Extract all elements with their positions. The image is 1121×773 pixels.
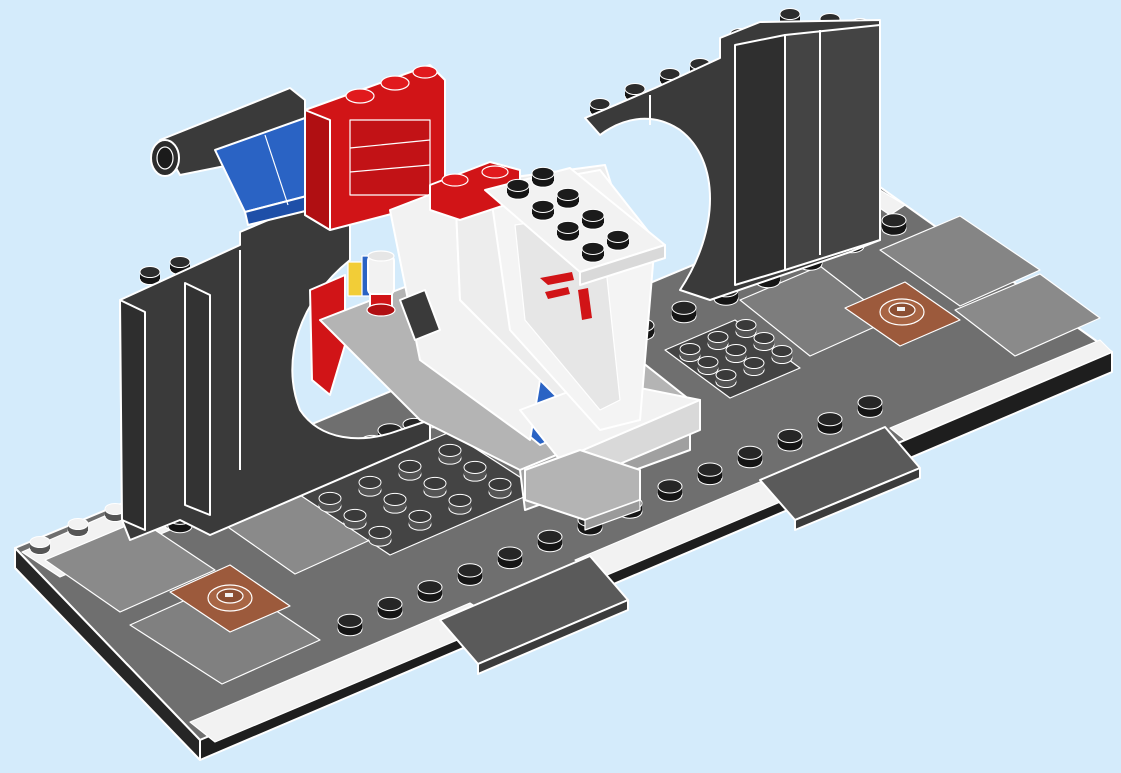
plate-studs — [506, 166, 630, 263]
round-stud-icon — [343, 508, 367, 530]
round-stud-icon — [531, 166, 555, 188]
round-stud-icon — [497, 546, 523, 570]
right-arch-wall — [584, 19, 881, 301]
open-studs — [318, 319, 793, 547]
round-stud-icon — [581, 241, 605, 263]
round-stud-icon — [657, 479, 683, 502]
round-stud-icon — [771, 345, 793, 364]
round-stud-icon — [753, 332, 775, 351]
left-arch-wall — [119, 197, 431, 541]
round-stud-icon — [67, 518, 89, 537]
round-stud-icon — [318, 491, 342, 513]
round-stud-icon — [735, 319, 757, 338]
round-stud-icon — [857, 395, 883, 418]
round-stud-icon — [743, 357, 765, 376]
round-stud-icon — [506, 178, 530, 200]
round-stud-icon — [408, 509, 432, 531]
round-stud-icon — [377, 596, 403, 620]
red-side-lower — [309, 274, 346, 396]
round-stud-icon — [707, 331, 729, 350]
round-stud-icon — [417, 580, 443, 603]
round-stud-icon — [463, 460, 487, 482]
round-tile-pad-left — [169, 564, 291, 633]
round-stud-icon — [737, 445, 763, 469]
round-stud-icon — [697, 356, 719, 375]
red-back-panel — [304, 64, 446, 231]
round-stud-icon — [29, 536, 51, 555]
round-stud-icon — [358, 475, 382, 497]
cockpit-figure-post — [347, 250, 441, 341]
round-stud-icon — [817, 412, 843, 435]
round-stud-icon — [777, 428, 803, 452]
round-stud-icon — [398, 459, 422, 481]
round-tile-icon — [225, 593, 233, 597]
round-stud-icon — [438, 443, 462, 465]
round-tile-pad-right — [844, 281, 961, 347]
round-stud-icon — [556, 187, 580, 209]
round-stud-icon — [581, 208, 605, 230]
round-stud-icon — [725, 344, 747, 363]
round-stud-icon — [139, 266, 161, 285]
round-stud-icon — [679, 343, 701, 362]
round-stud-icon — [881, 213, 907, 236]
round-stud-icon — [556, 220, 580, 242]
round-stud-icon — [488, 477, 512, 499]
round-stud-icon — [457, 563, 483, 586]
round-stud-icon — [337, 613, 363, 637]
round-stud-icon — [448, 493, 472, 515]
f1-logo-icon: F1 — [540, 272, 592, 320]
round-stud-icon — [697, 462, 723, 486]
round-stud-icon — [715, 369, 737, 388]
round-stud-icon — [531, 199, 555, 221]
round-stud-icon — [537, 529, 563, 553]
round-stud-icon — [606, 229, 630, 251]
nose-stand — [524, 449, 641, 531]
round-stud-icon — [671, 300, 697, 324]
round-stud-icon — [104, 503, 126, 522]
round-stud-icon — [368, 525, 392, 547]
round-stud-icon — [423, 476, 447, 498]
round-stud-icon — [383, 492, 407, 514]
